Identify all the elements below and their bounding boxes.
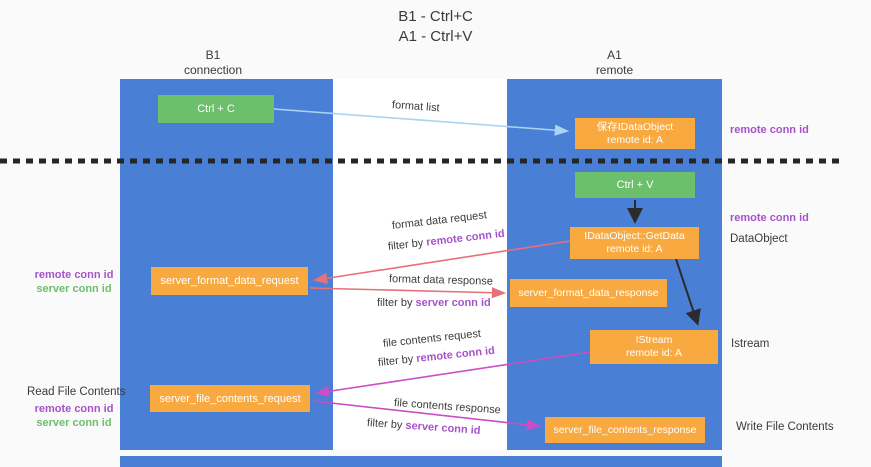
istream-node: IStream remote id: A bbox=[590, 330, 718, 364]
write-file-contents-label: Write File Contents bbox=[736, 421, 834, 433]
save-dataobject-node: 保存IDataObject remote id: A bbox=[575, 118, 695, 149]
column-a1-title: A1 bbox=[607, 48, 622, 62]
bottom-strip bbox=[120, 456, 722, 467]
format-data-response-filter-label: filter by server conn id bbox=[377, 297, 491, 309]
istream-line2: remote id: A bbox=[625, 347, 683, 359]
title-line2: A1 - Ctrl+V bbox=[398, 28, 473, 45]
server-format-data-request-node: server_format_data_request bbox=[151, 267, 308, 295]
server-format-data-response-label: server_format_data_response bbox=[518, 287, 659, 299]
server-file-contents-request-label: server_file_contents_request bbox=[159, 392, 301, 405]
getdata-line2: remote id: A bbox=[606, 243, 663, 255]
left-conn-ids-block-1: remote conn id server conn id bbox=[24, 268, 124, 296]
istream-side-label: Istream bbox=[731, 338, 770, 350]
column-header-a1: A1 remote bbox=[507, 48, 722, 78]
getdata-to-istream-arrow bbox=[675, 258, 701, 326]
left-conn-ids-block-2: remote conn id server conn id bbox=[24, 402, 124, 430]
remote-conn-id-side-top: remote conn id bbox=[730, 124, 809, 136]
server-file-contents-response-node: server_file_contents_response bbox=[545, 417, 705, 443]
column-a1-subtitle: remote bbox=[595, 63, 634, 77]
filter-by-text-4: filter by bbox=[366, 417, 403, 432]
istream-line1: IStream bbox=[635, 334, 673, 346]
format-data-response-arrow bbox=[309, 287, 507, 299]
server-file-contents-request-node: server_file_contents_request bbox=[150, 385, 310, 412]
column-header-b1: B1 connection bbox=[118, 48, 308, 78]
file-contents-request-arrow bbox=[314, 351, 591, 397]
left-remote-conn-id-2: remote conn id bbox=[34, 403, 114, 415]
getdata-line1: IDataObject::GetData bbox=[584, 230, 685, 242]
format-list-arrow bbox=[273, 108, 570, 136]
column-b1-subtitle: connection bbox=[183, 63, 243, 77]
read-file-contents-label: Read File Contents bbox=[27, 386, 126, 398]
remote-conn-id-side-mid: remote conn id bbox=[730, 212, 809, 224]
file-contents-response-arrow bbox=[312, 400, 542, 431]
diagram-title: B1 - Ctrl+C A1 - Ctrl+V bbox=[0, 7, 871, 47]
ctrl-v-node: Ctrl + V bbox=[575, 172, 695, 198]
left-remote-conn-id-1: remote conn id bbox=[34, 269, 114, 281]
server-file-contents-response-label: server_file_contents_response bbox=[553, 424, 697, 436]
save-dataobject-line1: 保存IDataObject bbox=[596, 120, 674, 133]
ctrl-c-node: Ctrl + C bbox=[158, 95, 274, 123]
getdata-node: IDataObject::GetData remote id: A bbox=[570, 227, 699, 259]
left-server-conn-id-2: server conn id bbox=[36, 417, 112, 429]
title-line1: B1 - Ctrl+C bbox=[398, 8, 473, 25]
save-dataobject-line2: remote id: A bbox=[606, 133, 664, 146]
format-data-request-arrow bbox=[312, 240, 571, 284]
server-format-data-response-node: server_format_data_response bbox=[510, 279, 667, 307]
server-format-data-request-label: server_format_data_request bbox=[160, 275, 299, 287]
dataobject-label: DataObject bbox=[730, 233, 788, 245]
column-b1-title: B1 bbox=[205, 48, 221, 62]
filter-by-text-2: filter by bbox=[377, 297, 413, 309]
server-conn-id-text-1: server conn id bbox=[415, 297, 491, 309]
ctrl-c-label: Ctrl + C bbox=[197, 103, 235, 115]
left-server-conn-id-1: server conn id bbox=[36, 283, 112, 295]
ctrl-v-label: Ctrl + V bbox=[616, 179, 654, 191]
